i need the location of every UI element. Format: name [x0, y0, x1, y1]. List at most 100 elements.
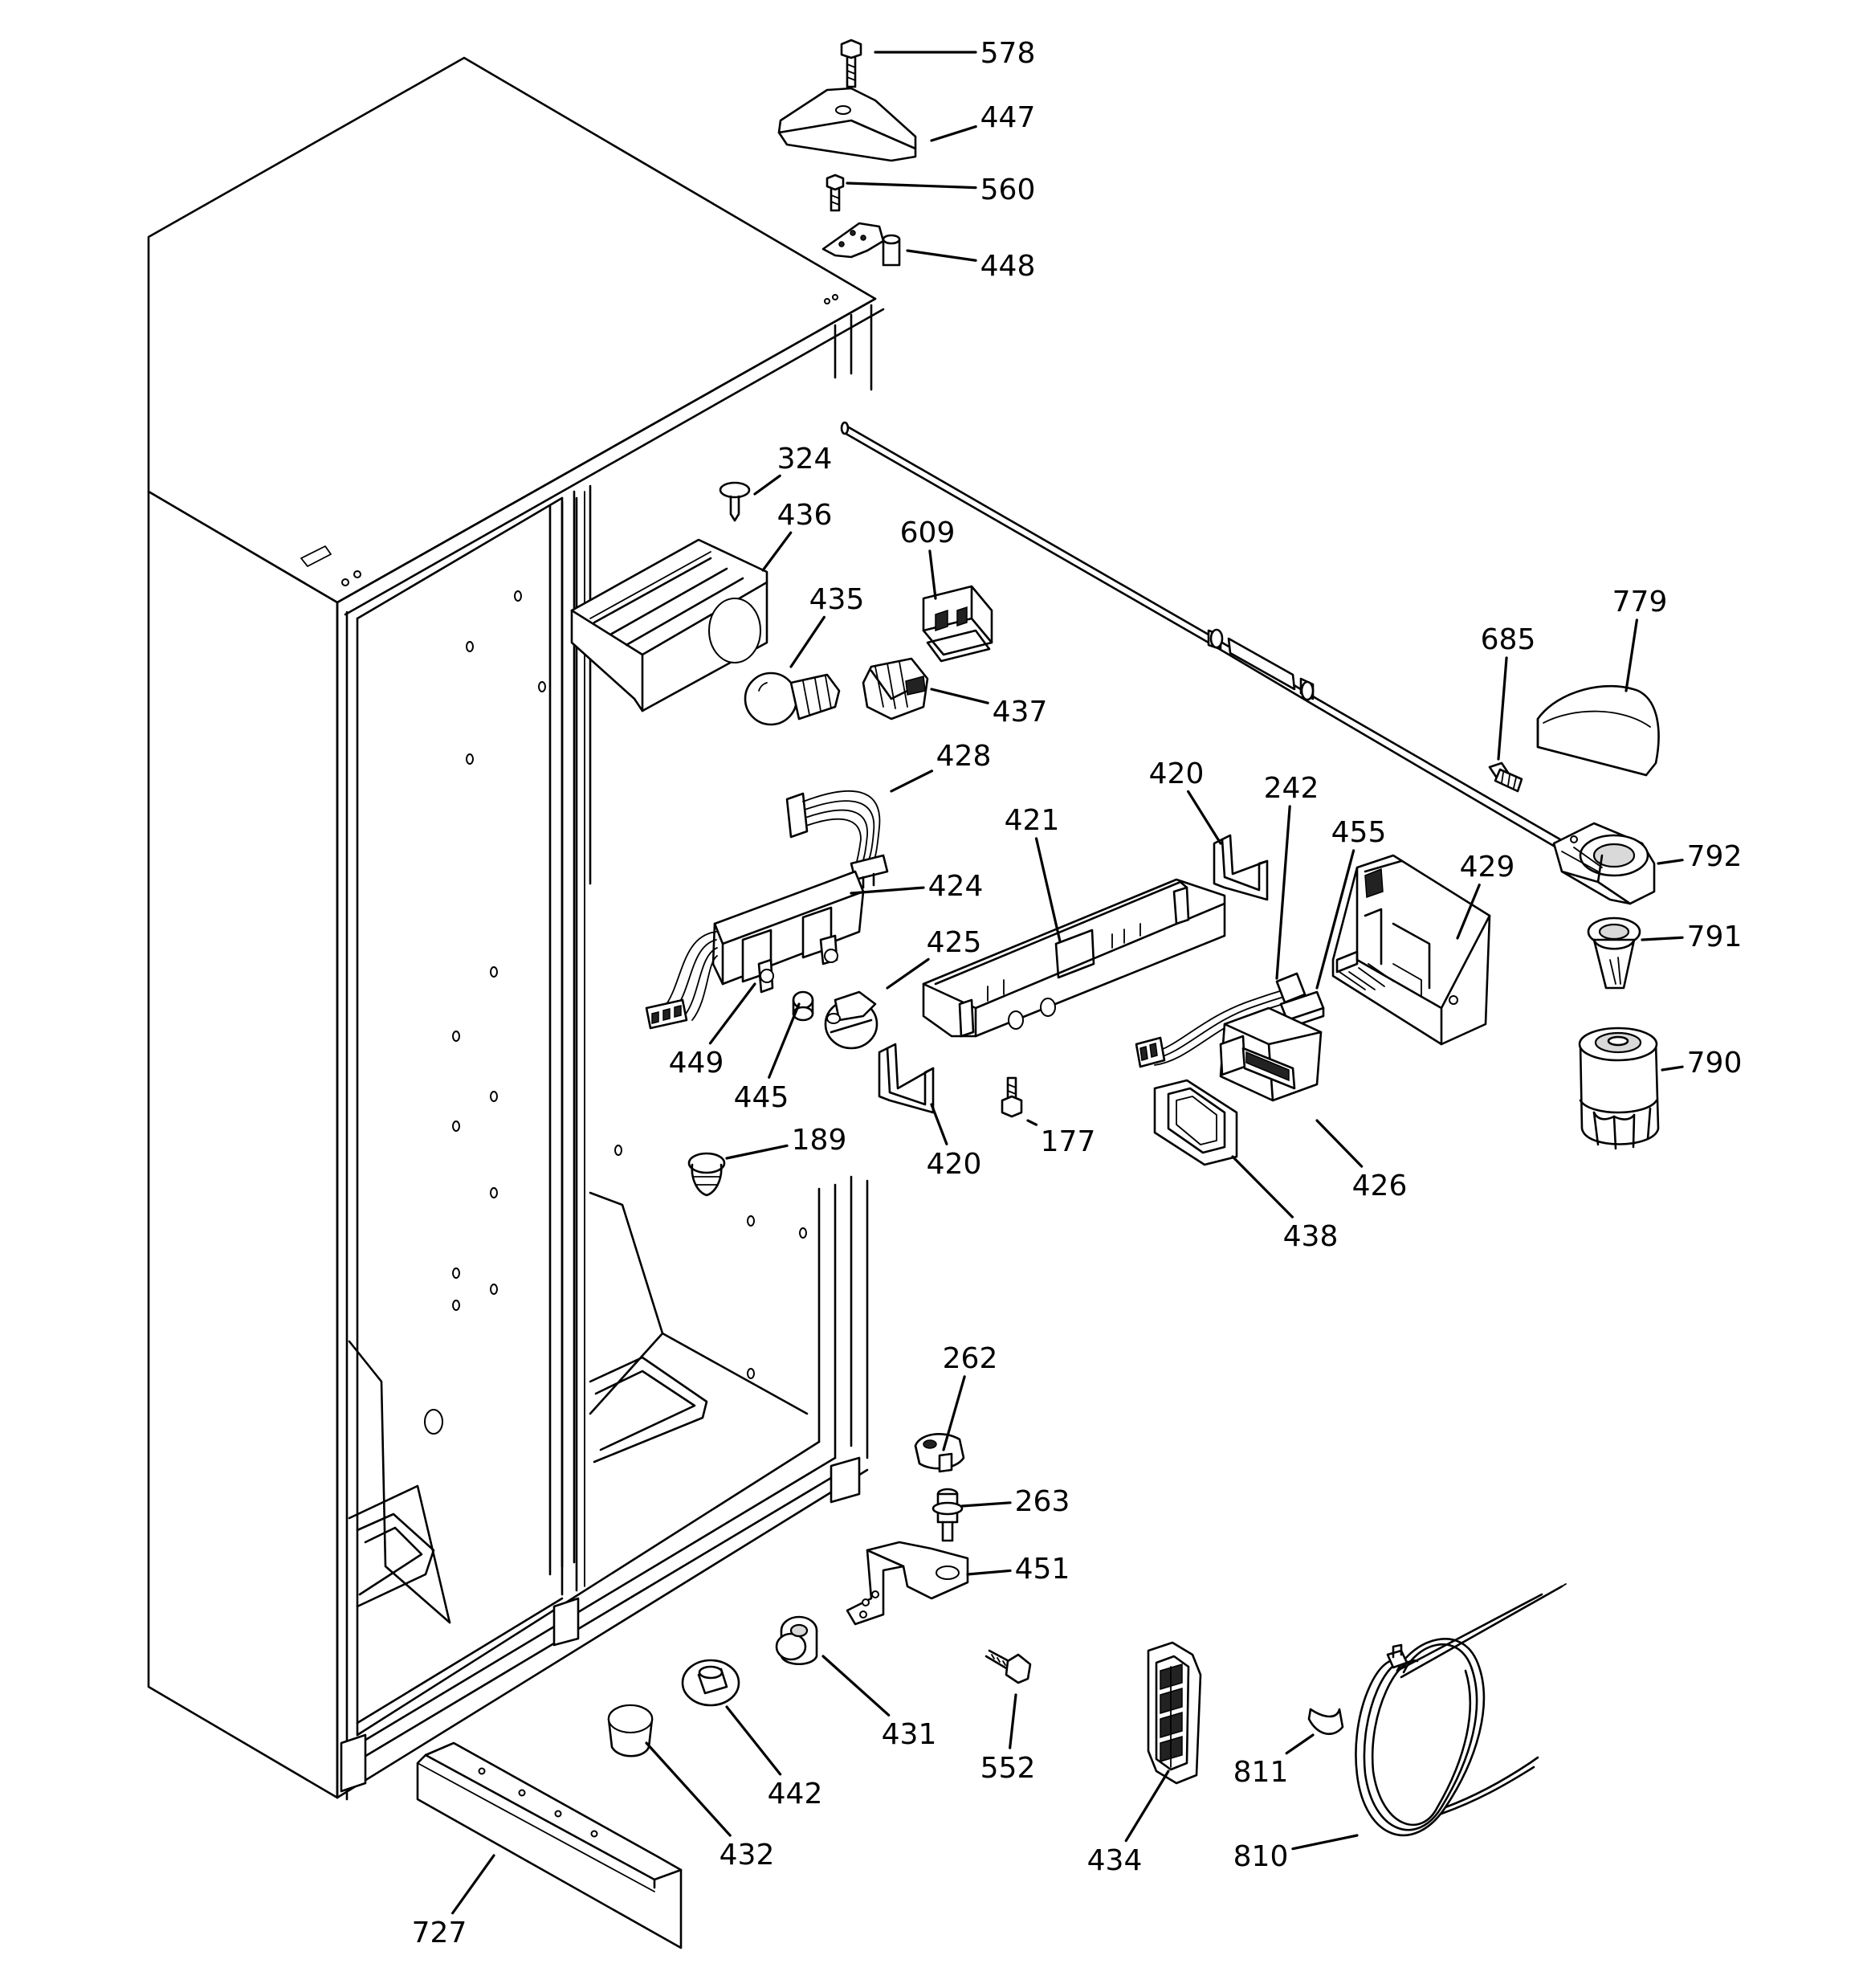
filter-head-792-icon: [1552, 822, 1656, 905]
lower-parts: [416, 1152, 1567, 1949]
callout-label: 431: [882, 1718, 937, 1751]
callout-177: 177: [1026, 1119, 1096, 1158]
top-hinge-assembly: [777, 39, 917, 267]
callout-leader: [1315, 1119, 1364, 1168]
water-filter-790-icon: [1578, 1027, 1660, 1150]
callout-label: 432: [720, 1839, 775, 1872]
callout-455: 455: [1315, 816, 1387, 990]
callout-label: 552: [980, 1752, 1036, 1785]
bushing-431-icon: [775, 1615, 818, 1666]
callout-811: 811: [1233, 1733, 1315, 1789]
water-line-assembly: [840, 421, 1660, 1150]
cam-262-icon: [914, 1433, 965, 1473]
clip-811-icon: [1307, 1708, 1344, 1735]
callout-label: 177: [1041, 1125, 1096, 1158]
grille-434-icon: [1147, 1641, 1202, 1785]
callout-leader: [850, 886, 925, 895]
callout-424: 424: [850, 870, 983, 903]
callout-420: 420: [927, 1103, 981, 1181]
lamp-socket-437-icon: [862, 657, 929, 720]
callout-leader: [930, 125, 977, 142]
callout-label: 810: [1233, 1840, 1289, 1873]
callout-leader: [1026, 1119, 1038, 1126]
callout-436: 436: [761, 499, 833, 572]
callout-leader: [725, 1144, 789, 1160]
filter-bypass-791-icon: [1587, 916, 1641, 990]
screw-560-icon: [826, 173, 845, 212]
callout-810: 810: [1233, 1834, 1359, 1873]
callout-label: 426: [1352, 1170, 1408, 1202]
callout-leader: [1291, 1834, 1359, 1851]
callout-leader: [930, 688, 989, 704]
wire-harness-449-icon: [645, 931, 718, 1030]
callout-leader: [1275, 805, 1291, 980]
callout-label: 324: [777, 443, 833, 476]
callout-leader: [768, 1002, 801, 1079]
bracket-420-top-icon: [1213, 834, 1269, 901]
housing-421-icon: [922, 878, 1226, 1038]
cap-189-icon: [687, 1152, 726, 1197]
callout-leader: [928, 549, 937, 600]
callout-434: 434: [1087, 1770, 1170, 1877]
callout-leader: [1625, 618, 1638, 692]
callout-label: 455: [1331, 816, 1387, 849]
callout-leader: [1641, 936, 1684, 941]
callout-leader: [1661, 1065, 1684, 1072]
callout-leader: [1009, 1693, 1017, 1749]
bushing-432-icon: [607, 1704, 654, 1757]
callout-label: 560: [980, 173, 1036, 206]
callout-label: 434: [1087, 1844, 1143, 1877]
dispenser-switch-assembly: [1135, 854, 1491, 1166]
door-switch-609-icon: [922, 585, 993, 663]
callout-442: 442: [725, 1705, 822, 1810]
dispenser-board-429-icon: [1331, 854, 1491, 1046]
refrigerator-cabinet: [147, 56, 885, 1801]
light-shield-436-icon: [570, 538, 768, 712]
callout-label: 447: [980, 101, 1036, 134]
callout-label: 449: [669, 1047, 724, 1080]
callout-324: 324: [753, 443, 833, 496]
callout-label: 790: [1687, 1047, 1743, 1080]
callout-429: 429: [1456, 851, 1514, 940]
callout-label: 436: [777, 499, 833, 532]
callout-578: 578: [874, 37, 1035, 70]
callout-label: 421: [1005, 804, 1060, 837]
callout-label: 262: [943, 1342, 998, 1375]
callout-leader: [906, 249, 977, 262]
callout-layer: 5784475604483244366094354374284244254494…: [412, 37, 1743, 1949]
callout-448: 448: [906, 249, 1035, 283]
callout-leader: [846, 182, 977, 190]
callout-428: 428: [890, 740, 991, 793]
callout-leader: [761, 531, 793, 572]
callout-445: 445: [734, 1002, 801, 1114]
callout-242: 242: [1264, 772, 1319, 980]
screw-177-icon: [1001, 1076, 1023, 1118]
screw-552-icon: [984, 1649, 1032, 1684]
callout-leader: [930, 1103, 948, 1145]
callout-label: 425: [927, 926, 982, 959]
screw-685-icon: [1488, 761, 1523, 793]
callout-438: 438: [1231, 1155, 1338, 1253]
hinge-cover-447-icon: [777, 87, 917, 162]
water-tubing-810-icon: [1355, 1583, 1567, 1837]
callout-685: 685: [1481, 623, 1535, 761]
callout-552: 552: [980, 1693, 1036, 1785]
filter-cover-779-icon: [1536, 684, 1660, 777]
bottom-hinge-451-icon: [846, 1541, 969, 1626]
callout-label: 811: [1233, 1756, 1289, 1789]
callout-leader: [645, 1741, 732, 1837]
callout-435: 435: [789, 583, 864, 668]
callout-label: 727: [412, 1917, 467, 1949]
callout-425: 425: [886, 926, 982, 990]
switch-cover-438-icon: [1153, 1079, 1238, 1166]
callout-leader: [725, 1705, 782, 1776]
callout-leader: [890, 769, 934, 793]
callout-leader: [886, 957, 930, 990]
callout-leader: [789, 615, 826, 668]
callout-426: 426: [1315, 1119, 1408, 1202]
bracket-420-bottom-icon: [878, 1043, 935, 1114]
wire-harness-428-icon: [785, 790, 889, 889]
callout-label: 451: [1015, 1553, 1070, 1586]
callout-label: 792: [1687, 840, 1743, 873]
